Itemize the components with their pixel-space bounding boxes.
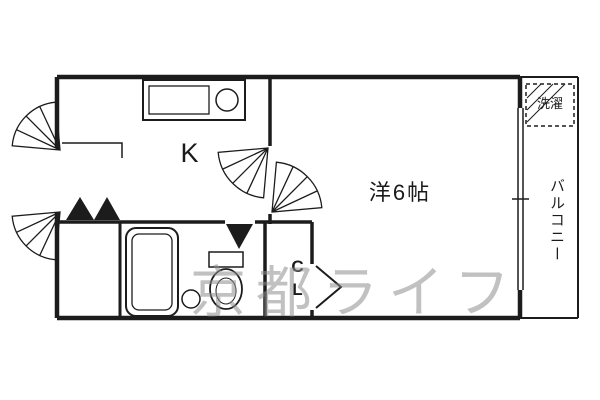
toilet-seat-inner	[215, 277, 237, 305]
toilet-bowl-icon	[209, 268, 243, 310]
laundry-label: 洗濯	[536, 96, 563, 111]
kitchen-sink-icon	[215, 88, 239, 112]
entry-marker-left-icon	[66, 197, 94, 220]
entry-partition	[62, 142, 123, 158]
exterior-walls	[54, 74, 523, 321]
counter-outline	[142, 79, 246, 121]
kitchen-door-swing-icon	[217, 147, 269, 199]
bath-door-marker-icon	[226, 224, 253, 249]
bathroom-fixtures	[125, 227, 244, 317]
entry-marker-right-icon	[94, 197, 120, 220]
door-swings	[11, 101, 343, 309]
interior-walls	[57, 77, 314, 318]
counter-worktop	[148, 85, 210, 115]
balcony-outline	[512, 76, 579, 319]
entry-door-swing-upper-icon	[11, 101, 61, 151]
laundry-hatch-lines	[526, 83, 566, 123]
toilet-tank-icon	[208, 251, 244, 268]
laundry-box	[525, 83, 575, 127]
laundry-box-outline	[525, 83, 575, 127]
bedroom-label: 洋6帖	[368, 180, 432, 205]
bathtub-inner	[131, 233, 173, 311]
closet-door-icon	[315, 265, 343, 309]
balcony-label: バルコニー	[548, 177, 565, 263]
kitchen-counter	[142, 79, 246, 121]
kitchen-label: K	[180, 138, 200, 168]
washbasin-icon	[181, 289, 201, 309]
door-markers	[66, 197, 253, 249]
closet-label: CL	[288, 257, 307, 303]
bedroom-door-swing-icon	[271, 161, 323, 213]
bathtub-icon	[125, 227, 179, 317]
entry-door-swing-lower-icon	[11, 211, 61, 261]
